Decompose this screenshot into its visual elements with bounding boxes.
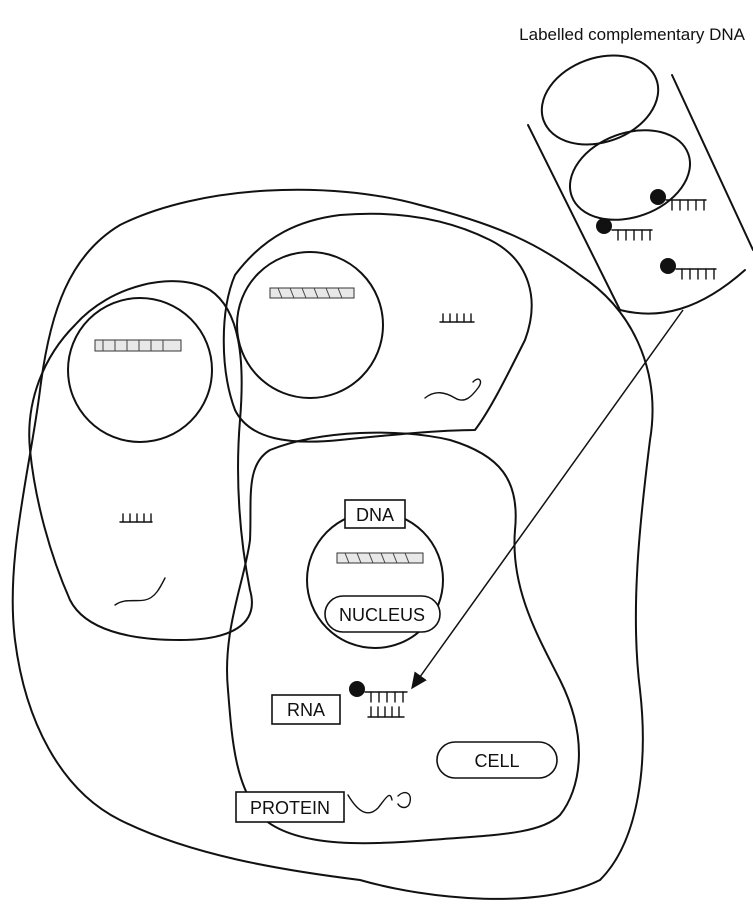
- rna-fragment-central: [367, 706, 405, 718]
- rna-fragment-left: [119, 513, 153, 523]
- probe-title: Labelled complementary DNA: [519, 25, 745, 44]
- bound-probe: [349, 681, 408, 703]
- cell-label: CELL: [436, 741, 558, 779]
- protein-squiggle-central: [347, 791, 412, 814]
- left-cell-outline: [28, 280, 253, 641]
- rna-fragment-top: [439, 313, 475, 323]
- probe-2: [596, 218, 653, 241]
- top-cell-outline: [222, 212, 533, 443]
- top-cell-nucleus: [236, 251, 384, 399]
- nucleus-label: NUCLEUS: [324, 595, 441, 633]
- svg-text:CELL: CELL: [474, 751, 519, 771]
- rna-label: RNA: [271, 694, 341, 725]
- central-cell-outline: [226, 431, 580, 845]
- svg-text:PROTEIN: PROTEIN: [250, 798, 330, 818]
- dna-strand-top: [269, 287, 355, 299]
- probe-3: [660, 258, 717, 280]
- left-cell-nucleus: [67, 297, 213, 443]
- svg-text:NUCLEUS: NUCLEUS: [339, 605, 425, 625]
- probe-arrow: [411, 309, 684, 690]
- protein-squiggle-left: [114, 577, 166, 606]
- svg-text:RNA: RNA: [287, 700, 325, 720]
- probe-1: [650, 189, 707, 211]
- dna-strand-left: [94, 339, 182, 352]
- tissue-outline: [11, 188, 654, 900]
- protein-label: PROTEIN: [235, 791, 345, 823]
- probe-tube: [527, 54, 753, 315]
- dna-strand-central: [336, 552, 424, 564]
- dna-label: DNA: [344, 499, 406, 529]
- protein-squiggle-top: [424, 378, 482, 401]
- svg-text:DNA: DNA: [356, 505, 394, 525]
